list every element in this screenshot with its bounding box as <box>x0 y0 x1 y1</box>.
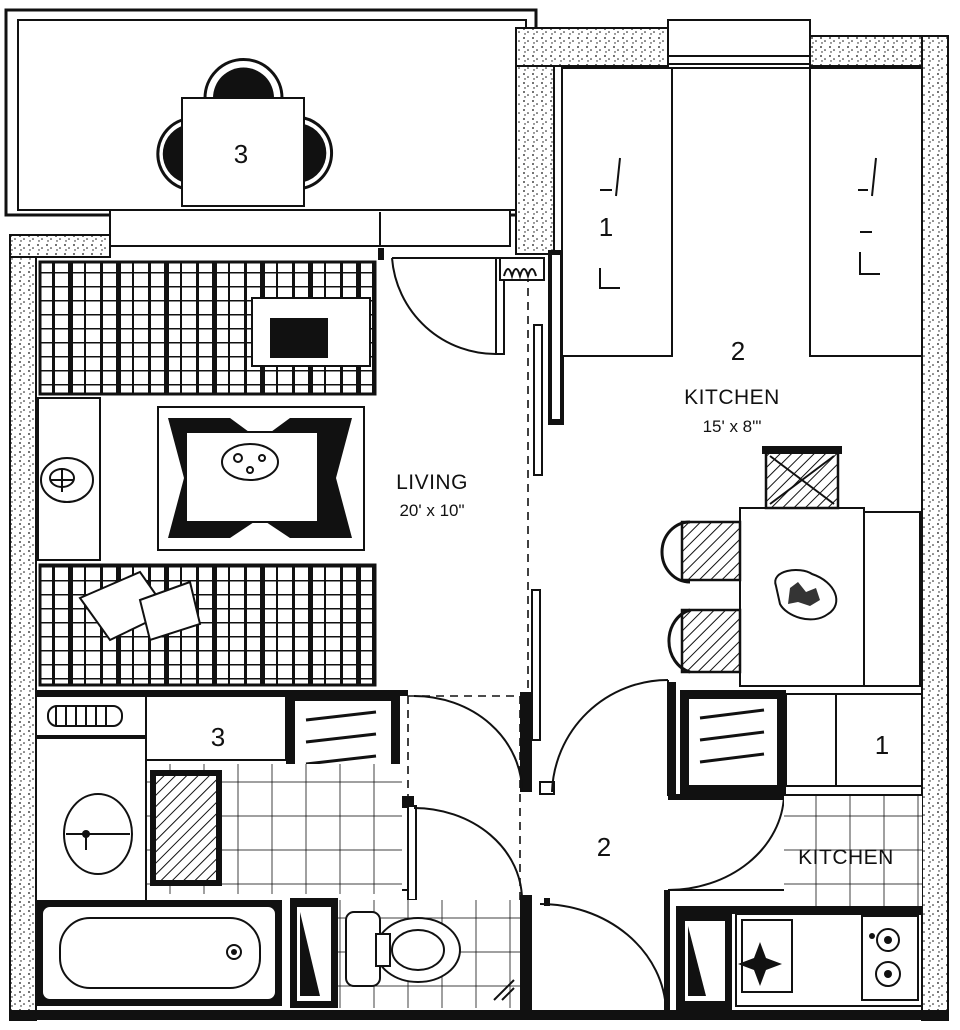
closet-number: 3 <box>211 722 225 752</box>
kitchen-number: 2 <box>731 336 745 366</box>
bed-left <box>561 67 673 357</box>
kitchenette-label: KITCHEN <box>798 846 894 869</box>
living-room-dimensions: 20' x 10" <box>399 501 464 520</box>
wardrobe-right <box>680 690 786 794</box>
kitchenette-door <box>667 795 785 892</box>
kitchen-door <box>539 679 669 796</box>
kitchen-area: 1 2 KITCHEN 15' x 8'" <box>561 67 923 687</box>
sofa-bottom <box>38 563 377 687</box>
bathtub-icon <box>36 900 282 1006</box>
cabinet-number: 1 <box>875 730 889 760</box>
bedroom-number: 1 <box>599 212 613 242</box>
shower-icon <box>150 770 222 886</box>
balcony-table-number: 3 <box>234 139 248 169</box>
washing-machine-icon <box>35 737 147 907</box>
living-door <box>413 692 532 793</box>
heater-icon <box>35 695 147 737</box>
living-room: LIVING 20' x 10" <box>37 248 505 687</box>
dining-chair-left-1 <box>660 520 742 584</box>
balcony-chair-top <box>203 58 284 99</box>
plate-icon <box>774 569 838 621</box>
bathroom-door <box>407 805 523 901</box>
partition-line <box>499 250 564 741</box>
toilet-icon <box>345 911 461 987</box>
exterior-walls <box>9 19 949 1021</box>
kitchen-label: KITCHEN <box>684 386 780 409</box>
hall-number: 2 <box>597 832 611 862</box>
kitchenette: KITCHEN <box>676 796 923 1010</box>
refrigerator-icon <box>676 912 732 1010</box>
stove-icon <box>861 915 919 1001</box>
closets: 3 1 <box>35 690 923 800</box>
kitchen-dimensions: 15' x 8'" <box>703 417 762 436</box>
dining-chair-left-2 <box>667 608 742 674</box>
fruit-bowl-icon <box>221 443 279 481</box>
living-room-label: LIVING <box>396 471 468 494</box>
entry-door <box>520 890 670 1011</box>
balcony-door <box>378 248 505 356</box>
vanity-icon <box>290 898 338 1008</box>
throw-pillow-icon <box>78 570 202 642</box>
bathroom <box>35 737 520 1008</box>
balcony-chair-left <box>156 118 183 190</box>
bed-right <box>809 67 923 357</box>
dining-chair-top <box>762 446 842 510</box>
balcony-table <box>181 97 305 207</box>
balcony: 3 <box>4 8 538 247</box>
coffee-table <box>157 406 365 551</box>
lamp-icon <box>37 397 101 561</box>
balcony-chair-right <box>303 116 334 190</box>
